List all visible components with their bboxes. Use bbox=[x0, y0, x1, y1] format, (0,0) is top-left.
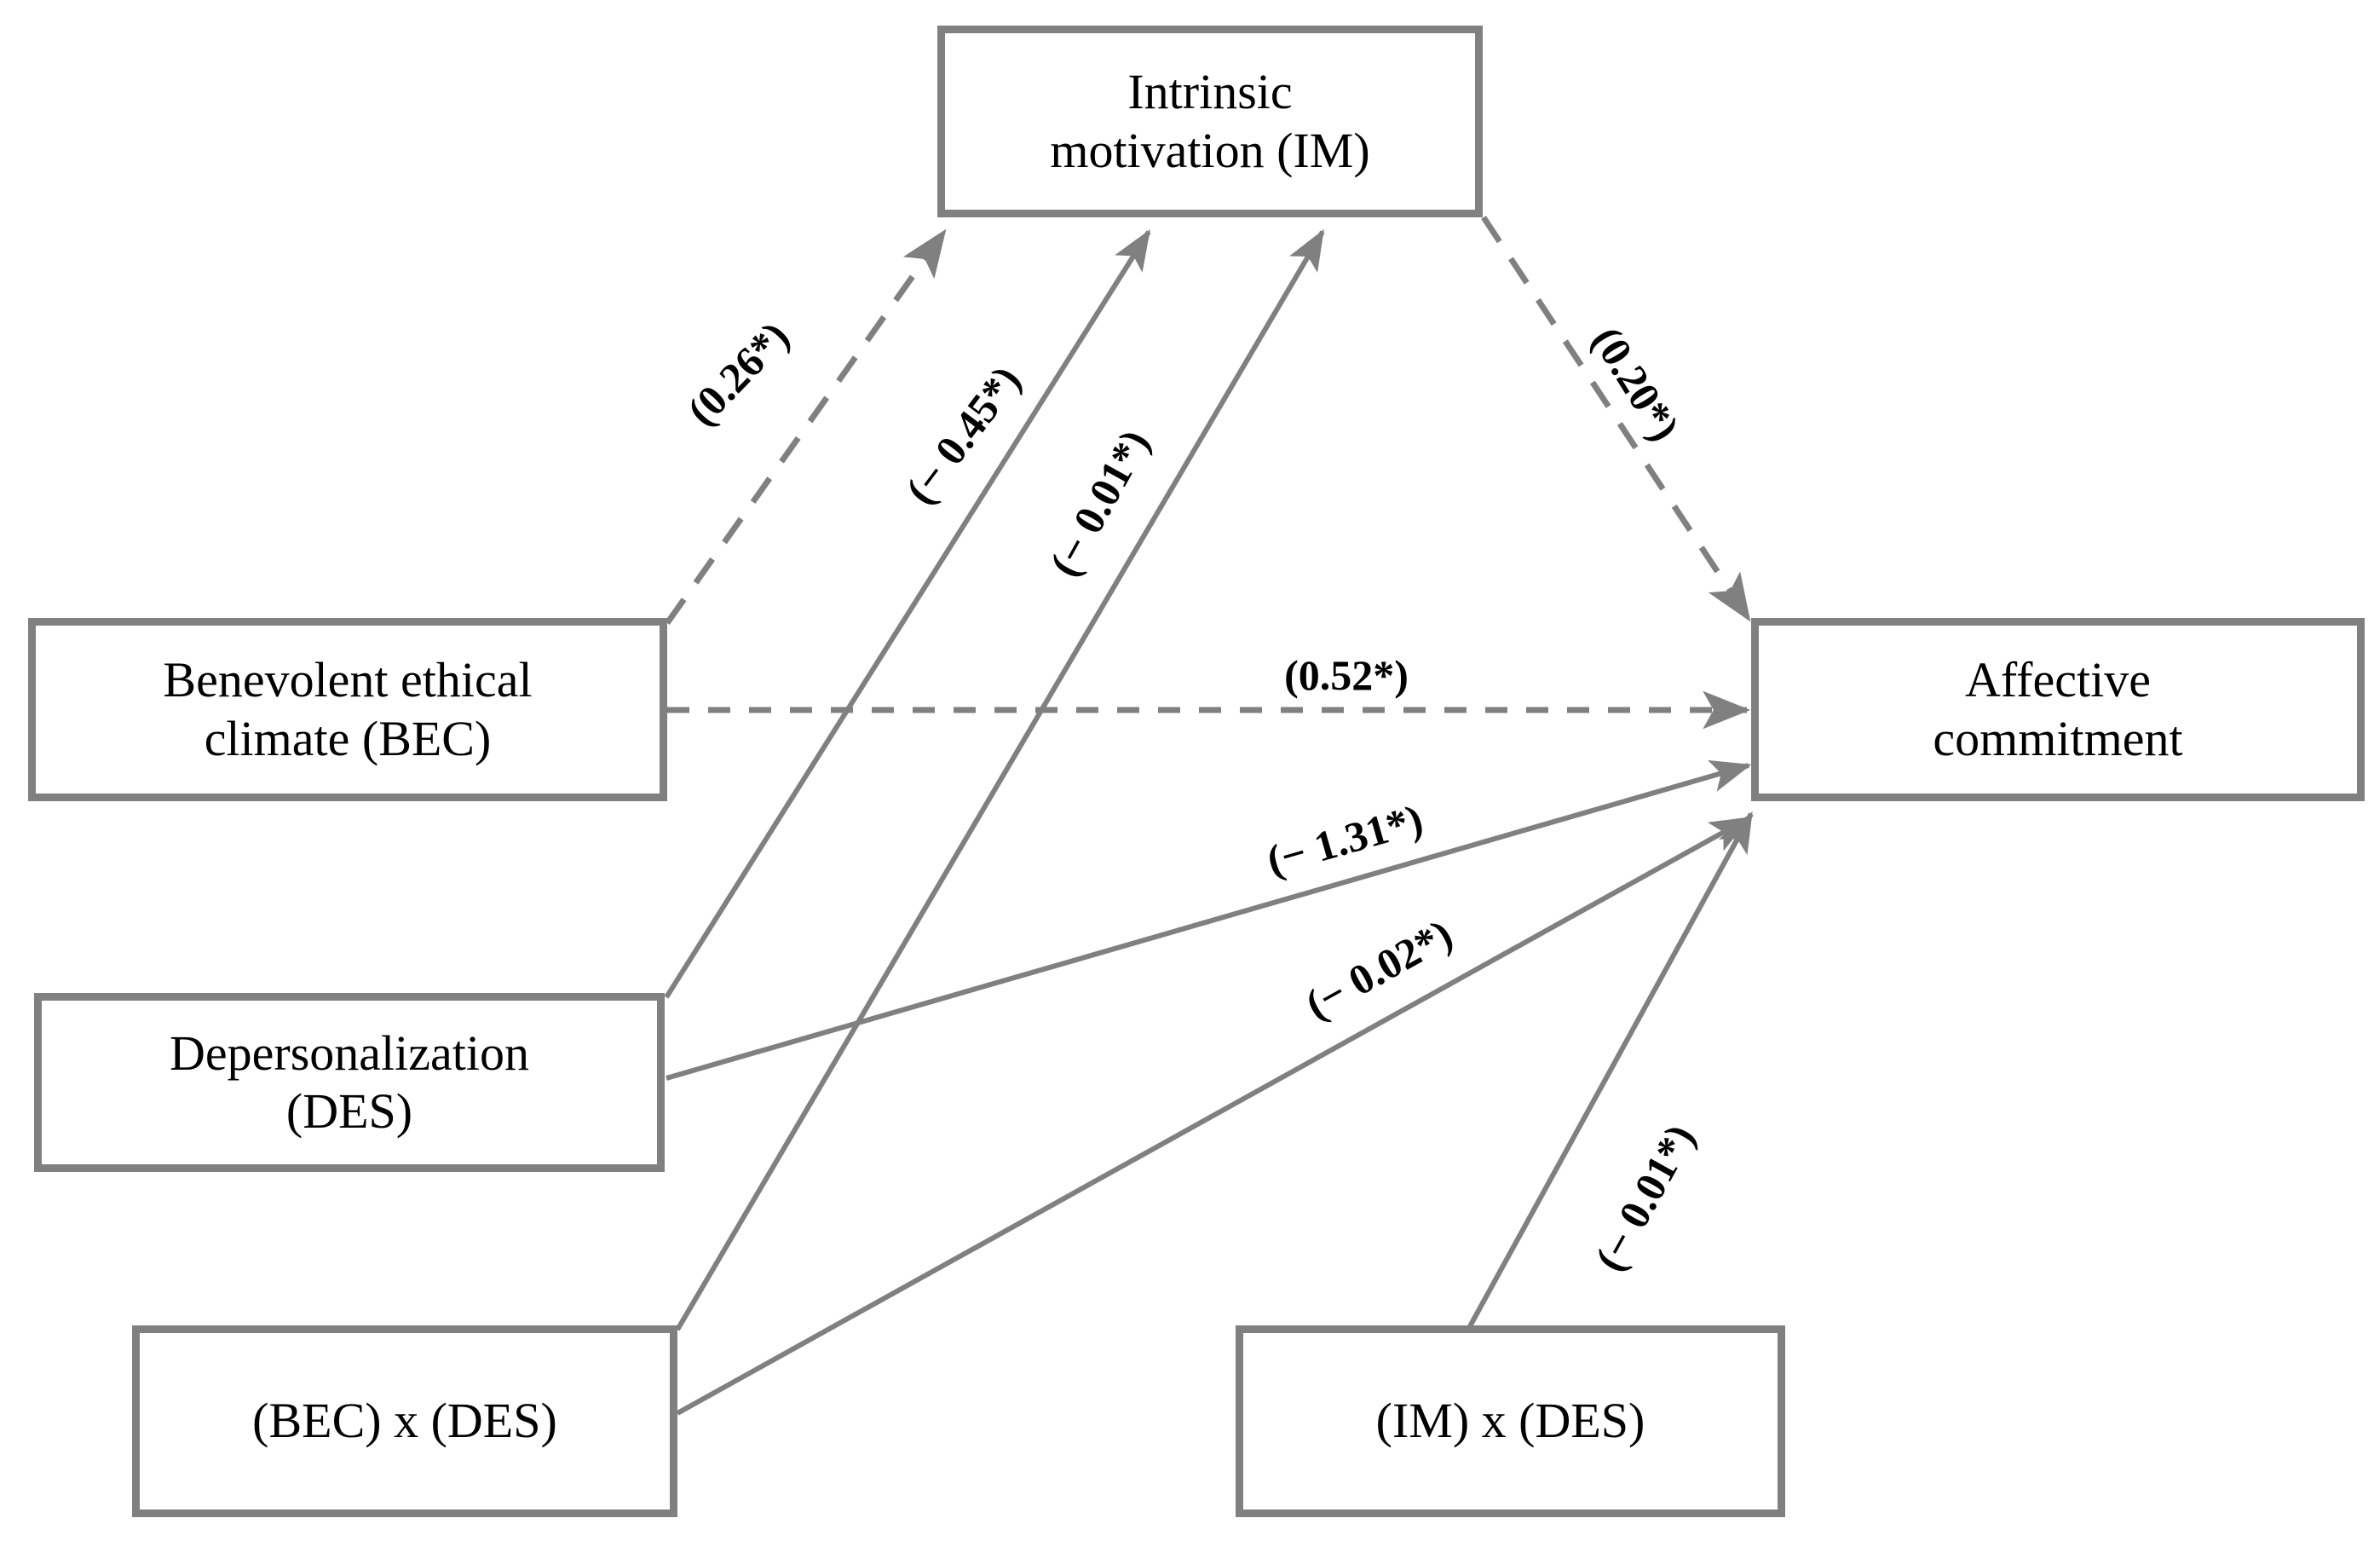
node-im-x-des[interactable]: (IM) x (DES) bbox=[1236, 1325, 1785, 1517]
edge-des-to-im bbox=[664, 228, 1151, 999]
edge-bec-to-im bbox=[665, 228, 947, 626]
node-label-affective-commitment: Affective commitment bbox=[1933, 652, 2183, 766]
edge-im-to-ac bbox=[1481, 216, 1751, 622]
path-label-bec-to-ac: (0.52*) bbox=[1284, 651, 1409, 699]
node-label-im-x-des: (IM) x (DES) bbox=[1375, 1393, 1645, 1449]
node-label-bec-x-des: (BEC) x (DES) bbox=[252, 1393, 557, 1449]
node-bec-x-des[interactable]: (BEC) x (DES) bbox=[132, 1325, 677, 1517]
node-affective-commitment[interactable]: Affective commitment bbox=[1751, 618, 2365, 801]
node-benevolent-ethical-climate[interactable]: Benevolent ethical climate (BEC) bbox=[28, 618, 667, 801]
node-depersonalization[interactable]: Depersonalization (DES) bbox=[34, 993, 665, 1172]
node-label-intrinsic-motivation: Intrinsic motivation (IM) bbox=[1050, 64, 1370, 178]
edge-becxdes-to-ac bbox=[676, 816, 1752, 1416]
edge-becxdes-to-im bbox=[675, 228, 1325, 1331]
node-intrinsic-motivation[interactable]: Intrinsic motivation (IM) bbox=[937, 26, 1483, 217]
edge-imxdes-to-ac bbox=[1467, 811, 1754, 1328]
edge-des-to-ac bbox=[666, 759, 1752, 1081]
node-label-depersonalization: Depersonalization (DES) bbox=[170, 1025, 529, 1139]
node-label-benevolent-ethical-climate: Benevolent ethical climate (BEC) bbox=[163, 652, 533, 766]
